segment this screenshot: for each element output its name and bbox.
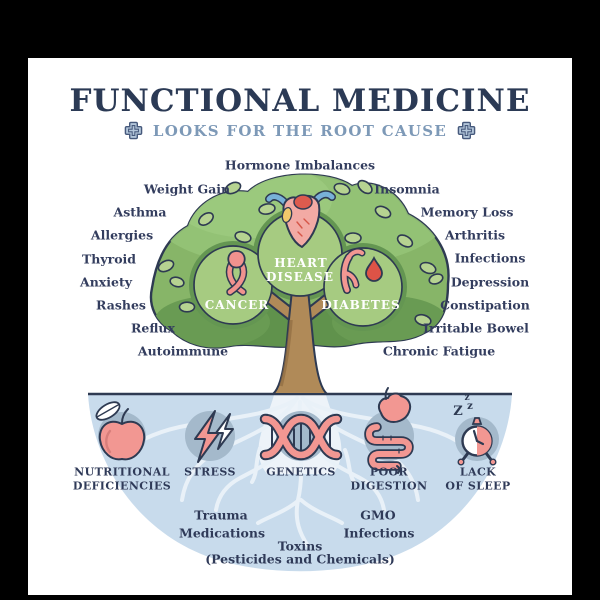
symptom-label: Arthritis	[444, 227, 506, 243]
hidden-cause-label: GMO	[360, 507, 396, 523]
symptom-label: Thyroid	[81, 251, 137, 267]
symptom-label: Irritable Bowel	[423, 320, 529, 336]
symptom-label: Constipation	[440, 297, 530, 313]
medical-cross-icon	[457, 121, 476, 140]
disease-circles	[193, 211, 403, 327]
hidden-cause-label: Trauma	[194, 507, 248, 523]
alarm-clock-icon: z z Z	[453, 393, 497, 466]
symptom-label: Chronic Fatigue	[382, 343, 496, 359]
cause-label-sleep-line1: LACK	[459, 465, 497, 479]
anatomical-heart-icon	[265, 190, 336, 248]
symptom-label: Depression	[450, 274, 530, 290]
hidden-cause-label: Infections	[343, 525, 415, 541]
sleep-z: Z	[453, 404, 463, 419]
symptom-label: Insomnia	[374, 181, 440, 197]
symptom-label: Anxiety	[80, 274, 132, 290]
tree-section	[149, 173, 450, 395]
symptom-label: Asthma	[113, 204, 167, 220]
subtitle: LOOKS FOR THE ROOT CAUSE	[0, 121, 600, 140]
blood-drop-icon	[365, 255, 383, 282]
page-title: FUNCTIONAL MEDICINE	[69, 83, 531, 119]
symptom-label: Autoimmune	[137, 343, 229, 359]
disease-label-diabetes: DIABETES	[321, 298, 401, 312]
subtitle-text: LOOKS FOR THE ROOT CAUSE	[152, 121, 448, 140]
hidden-cause-label: Medications	[179, 525, 265, 541]
sleep-z: z	[467, 401, 473, 412]
symptom-label: Rashes	[96, 297, 146, 313]
cancer-ribbon-icon	[225, 250, 248, 296]
hidden-cause-label: (Pesticides and Chemicals)	[205, 551, 395, 567]
symptom-label: Reflux	[131, 320, 175, 336]
cause-label-nutritional-line2: DEFICIENCIES	[72, 479, 172, 493]
disease-label-heart-line1: HEART	[274, 256, 328, 270]
disease-label-heart-line2: DISEASE	[266, 270, 334, 284]
diabetes-vessel-icon	[340, 248, 383, 294]
cause-label-genetics: GENETICS	[266, 465, 336, 479]
cause-label-sleep-line2: OF SLEEP	[445, 479, 511, 493]
leaves	[157, 179, 444, 327]
disease-label-cancer: CANCER	[204, 298, 270, 312]
dna-helix-icon	[259, 413, 343, 461]
cause-label-stress: STRESS	[184, 465, 236, 479]
cause-label-digestion-line2: DIGESTION	[350, 479, 428, 493]
apple-icon	[95, 401, 146, 461]
symptom-label: Memory Loss	[420, 204, 514, 220]
hidden-cause-label: Toxins	[277, 538, 323, 554]
symptom-label: Weight Gain	[143, 181, 231, 197]
underground-section: z z Z	[88, 387, 512, 572]
cause-label-digestion-line1: POOR	[369, 465, 409, 479]
cause-label-nutritional-line1: NUTRITIONAL	[74, 465, 170, 479]
symptom-label: Allergies	[90, 227, 154, 243]
symptom-label: Hormone Imbalances	[224, 157, 376, 173]
lightning-bolts-icon	[194, 410, 234, 463]
medical-cross-icon	[124, 121, 143, 140]
stomach-intestines-icon	[364, 387, 414, 474]
sleep-z: z	[464, 393, 469, 403]
symptom-label: Infections	[454, 250, 526, 266]
diabetes-circle	[323, 247, 403, 327]
trunk-shading	[279, 319, 293, 387]
